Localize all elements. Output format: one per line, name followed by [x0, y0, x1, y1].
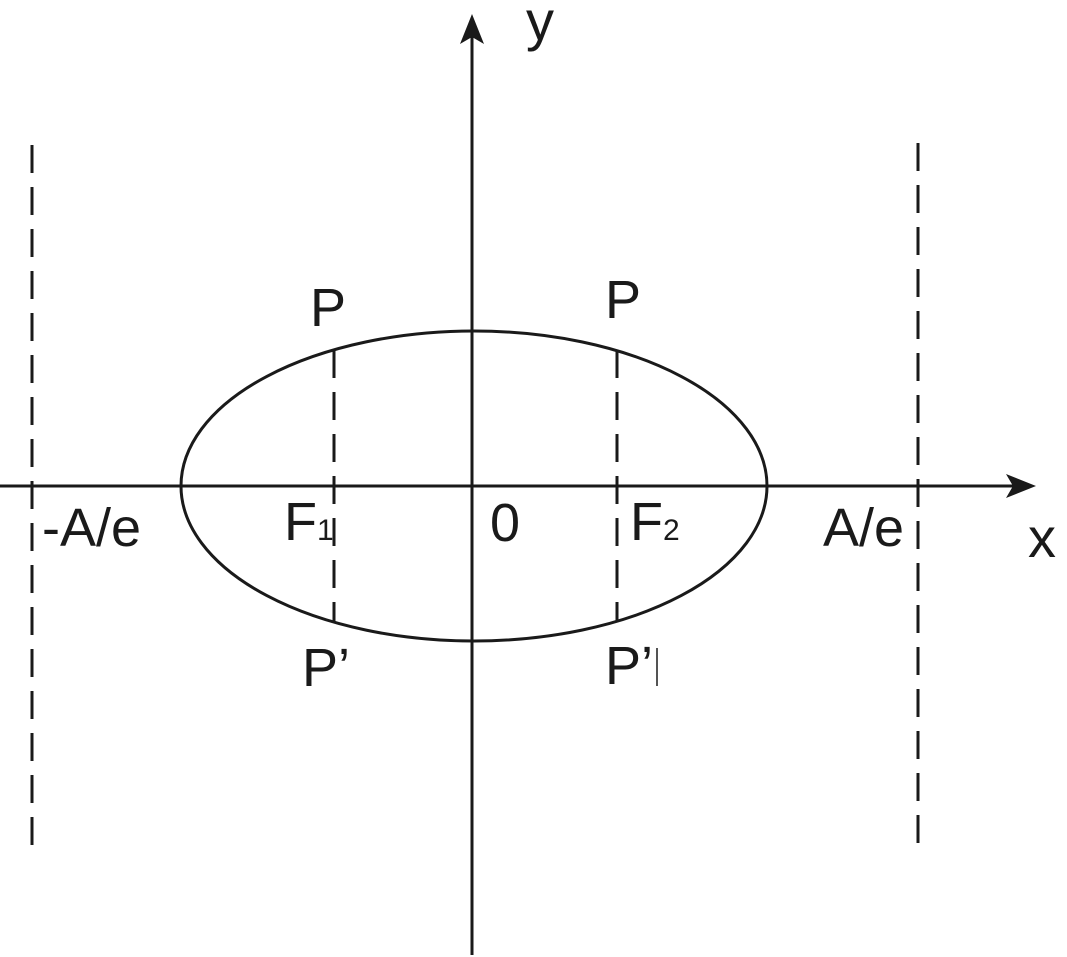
point-left-bottom-label: P’: [302, 638, 350, 698]
focus-1-letter: F: [284, 492, 317, 552]
focus-1-label: F1: [284, 492, 334, 552]
x-axis-arrowhead: [1006, 474, 1036, 498]
point-right-top-label: P: [605, 270, 641, 330]
right-directrix-label: A/e: [823, 498, 904, 558]
focus-2-letter: F: [630, 492, 663, 552]
point-right-bottom-label: P’: [605, 636, 653, 696]
y-axis-arrowhead: [460, 14, 484, 44]
focus-2-subscript: 2: [663, 514, 680, 547]
focus-2-label: F2: [630, 492, 680, 552]
left-directrix-label: -A/e: [42, 498, 141, 558]
point-left-top-label: P: [310, 278, 346, 338]
ellipse: [179, 329, 769, 643]
focus-1-subscript: 1: [317, 514, 334, 547]
origin-label: 0: [490, 493, 520, 553]
x-axis-label: x: [1028, 506, 1056, 569]
y-axis-label: y: [526, 0, 554, 52]
